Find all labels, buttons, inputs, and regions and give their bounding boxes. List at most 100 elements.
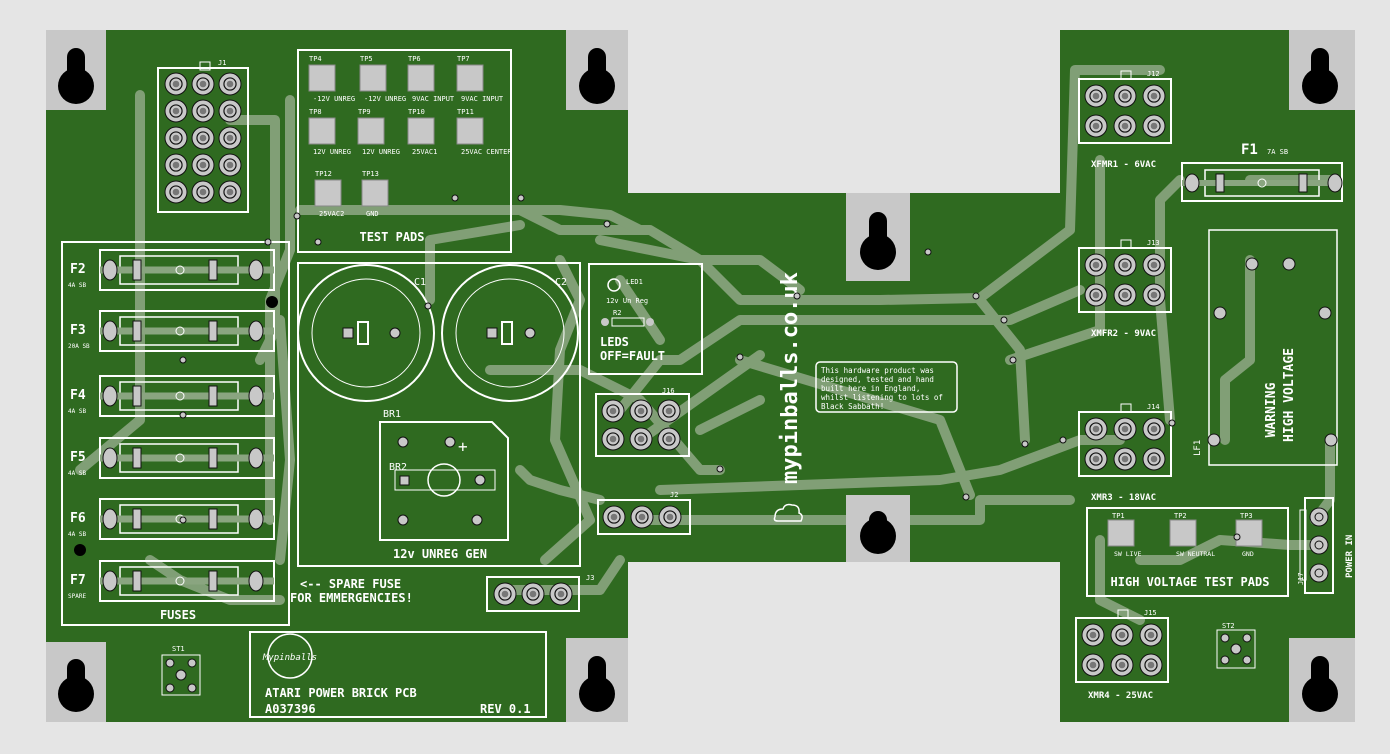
fuse-ref: F5: [70, 450, 86, 465]
warning-region: WARNING HIGH VOLTAGE LF1: [1193, 229, 1338, 466]
spare-note-line2: FOR EMMERGENCIES!: [290, 591, 413, 605]
j3-label: J3: [586, 574, 594, 582]
board-title: ATARI POWER BRICK PCB: [265, 686, 417, 700]
lf1-label: LF1: [1193, 440, 1203, 456]
test-pad-desc: -12V UNREG: [364, 95, 406, 103]
test-pad-desc: 12V UNREG: [362, 148, 400, 156]
j17-label: J17: [1297, 572, 1305, 585]
cloud-icon: [773, 503, 803, 522]
unreg-gen-label: 12v UNREG GEN: [393, 547, 487, 561]
test-pad-desc: 9VAC INPUT: [461, 95, 504, 103]
fuse-rating: 4A SB: [68, 408, 86, 415]
warning-text: WARNING: [1264, 382, 1279, 437]
hv-test-pads-label: HIGH VOLTAGE TEST PADS: [1111, 575, 1270, 589]
test-pad-tp9: TP9 12V UNREG: [357, 108, 400, 156]
connector-j2: J2: [597, 491, 691, 535]
fuse-rating: SPARE: [68, 593, 86, 600]
br2-label: BR2: [389, 462, 407, 473]
credit-line: designed, tested and hand: [821, 375, 934, 384]
fuse-ref: F4: [70, 388, 86, 403]
r2-label: R2: [613, 309, 621, 317]
br1-label: BR1: [383, 409, 401, 420]
test-pad-tp7: TP7 9VAC INPUT: [456, 55, 504, 103]
test-pad-desc: 9VAC INPUT: [412, 95, 455, 103]
connector-j3: J3: [486, 574, 594, 612]
part-number: A037396: [265, 702, 316, 716]
transformer-label: XFMR1 - 6VAC: [1091, 160, 1156, 170]
hv-pad-desc: SW LIVE: [1114, 550, 1141, 558]
led1-desc: 12v Un Reg: [606, 297, 648, 305]
c2-label: C2: [555, 277, 567, 288]
vias: [179, 194, 1241, 541]
standoff-st1: ST1: [161, 645, 201, 696]
test-pad-ref: TP5: [360, 55, 373, 63]
mounting-holes: [46, 30, 1355, 722]
unreg-gen-box: C1 C2 BR1 BR2 + 12v UNREG GEN: [297, 262, 581, 567]
main-fuse-f1: F1 7A SB: [1181, 142, 1343, 202]
credit-line: Black Sabbath!: [821, 402, 884, 411]
transformer-label: XMR3 - 18VAC: [1091, 493, 1156, 503]
leds-box: LED1 12v Un Reg R2 LEDS OFF=FAULT: [588, 263, 703, 375]
hv-pad-ref: TP1: [1112, 512, 1125, 520]
credit-line: This hardware product was: [821, 366, 934, 375]
fuse-f5: F5 4A SB: [68, 437, 275, 479]
test-pad-ref: TP10: [408, 108, 425, 116]
leds-fault-label: OFF=FAULT: [600, 349, 665, 363]
test-pad-desc: 12V UNREG: [313, 148, 351, 156]
test-pad-ref: TP4: [309, 55, 322, 63]
copper-traces: [75, 65, 1340, 625]
st2-label: ST2: [1222, 622, 1235, 630]
st1-label: ST1: [172, 645, 185, 653]
test-pad-tp11: TP11 25VAC CENTER: [456, 108, 512, 156]
fuse-ref: F2: [70, 262, 86, 277]
j16-label: J16: [662, 387, 675, 395]
test-pad-ref: TP12: [315, 170, 332, 178]
test-pad-ref: TP11: [457, 108, 474, 116]
test-pad-desc: GND: [366, 210, 379, 218]
test-pad-ref: TP13: [362, 170, 379, 178]
transformer-label: XMR4 - 25VAC: [1088, 691, 1153, 701]
test-pad-desc: 25VAC2: [319, 210, 344, 218]
transformer-label: XMFR2 - 9VAC: [1091, 329, 1156, 339]
fuse-ref: F7: [70, 573, 86, 588]
test-pad-ref: TP7: [457, 55, 470, 63]
hv-pad-ref: TP2: [1174, 512, 1187, 520]
test-pad-ref: TP9: [358, 108, 371, 116]
power-in-label: POWER IN: [1345, 535, 1355, 578]
test-pad-tp5: TP5 -12V UNREG: [359, 55, 406, 103]
fuse-ref: F6: [70, 511, 86, 526]
credit-line: whilst listening to lots of: [821, 393, 943, 402]
power-in-connector: J17 POWER IN: [1297, 497, 1355, 594]
fuse-ref: F3: [70, 323, 86, 338]
bridge-plus: +: [458, 437, 468, 456]
fuse-rating: 4A SB: [68, 470, 86, 477]
c1-label: C1: [414, 277, 426, 288]
test-pad-ref: TP8: [309, 108, 322, 116]
transformer-ref: J12: [1147, 70, 1160, 78]
test-pad-desc: -12V UNREG: [313, 95, 355, 103]
j2-label: J2: [670, 491, 678, 499]
title-block: Mypinballs ATARI POWER BRICK PCB A037396…: [249, 631, 547, 718]
j1-label: J1: [218, 59, 226, 67]
test-pads-label: TEST PADS: [359, 230, 424, 244]
credit-line: built here in England,: [821, 384, 920, 393]
revision: REV 0.1: [480, 702, 531, 716]
hv-pad-desc: SW NEUTRAL: [1176, 550, 1215, 558]
transformer-ref: J14: [1147, 403, 1160, 411]
fuses-label: FUSES: [160, 608, 196, 622]
led1-ref: LED1: [626, 278, 643, 286]
logo-text: Mypinballs: [262, 653, 317, 663]
website-text: mypinballs.co.uk: [778, 272, 803, 484]
test-pad-desc: 25VAC CENTER: [461, 148, 512, 156]
test-pad-tp8: TP8 12V UNREG: [308, 108, 351, 156]
